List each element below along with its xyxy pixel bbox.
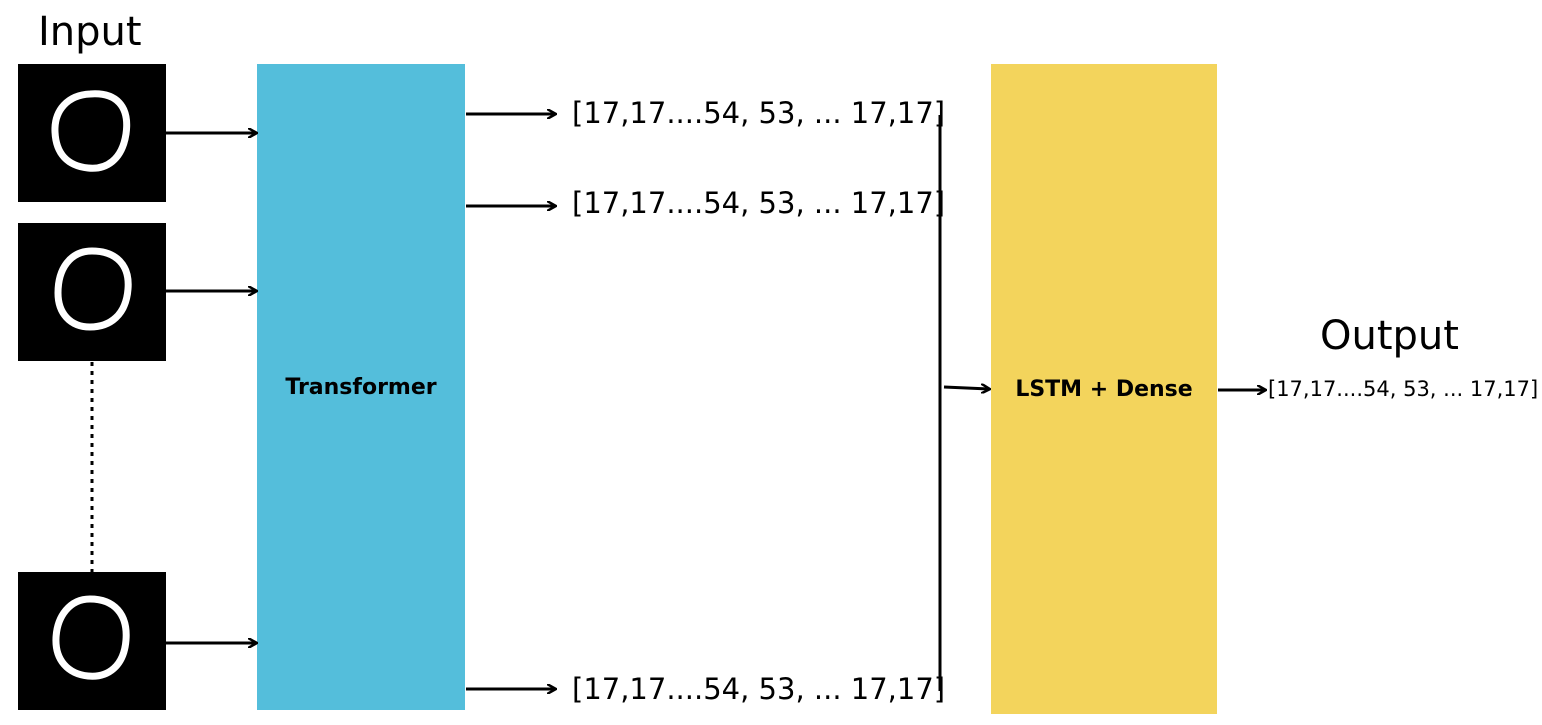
sequence-2: [17,17....54, 53, ... 17,17] (572, 186, 946, 220)
lstm-dense-label: LSTM + Dense (1015, 376, 1193, 402)
input-image-2 (18, 223, 166, 361)
transformer-label: Transformer (285, 374, 437, 400)
input-image-1 (18, 64, 166, 202)
input-image-n (18, 572, 166, 710)
input-title: Input (38, 9, 142, 55)
output-sequence: [17,17....54, 53, ... 17,17] (1268, 377, 1539, 401)
sequence-1: [17,17....54, 53, ... 17,17] (572, 96, 946, 130)
sequence-n: [17,17....54, 53, ... 17,17] (572, 672, 946, 706)
transformer-block: Transformer (257, 64, 465, 710)
output-title: Output (1320, 313, 1459, 359)
lstm-dense-block: LSTM + Dense (991, 64, 1217, 714)
arrow-to-lstm (943, 387, 989, 389)
